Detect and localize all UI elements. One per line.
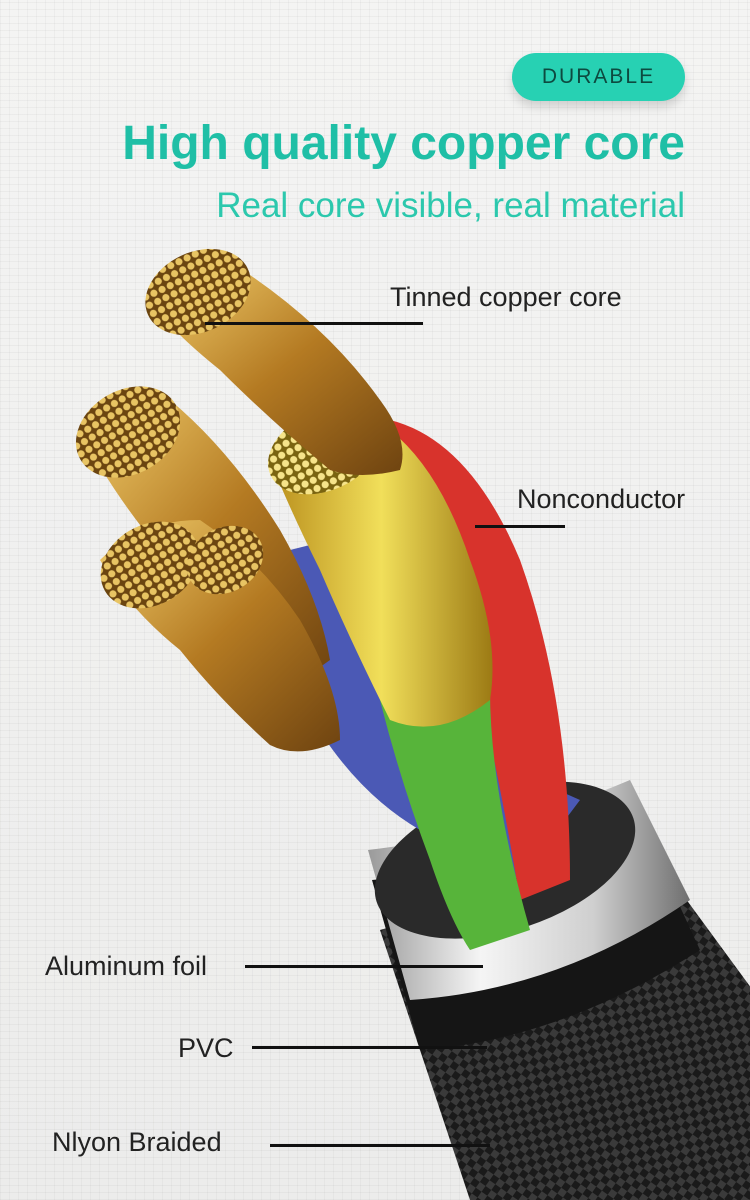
durable-badge: DURABLE: [512, 53, 685, 101]
label-pvc: PVC: [178, 1033, 234, 1063]
callout-line-nylon-braided: [270, 1144, 490, 1147]
red-wire-nonconductor: [370, 420, 570, 900]
yellow-strand-bundle: [270, 428, 493, 727]
green-wire: [380, 690, 530, 950]
callout-line-pvc: [252, 1046, 487, 1049]
callout-line-tinned-copper-core: [205, 322, 423, 325]
label-aluminum-foil: Aluminum foil: [45, 951, 208, 981]
label-nonconductor: Nonconductor: [517, 484, 686, 514]
callout-line-nonconductor: [475, 525, 565, 528]
label-nylon-braided: Nlyon Braided: [52, 1127, 222, 1157]
page-title: High quality copper core: [122, 117, 685, 170]
page-subtitle: Real core visible, real material: [216, 186, 685, 225]
callout-line-aluminum-foil: [245, 965, 483, 968]
label-tinned-copper-core: Tinned copper core: [390, 282, 622, 312]
